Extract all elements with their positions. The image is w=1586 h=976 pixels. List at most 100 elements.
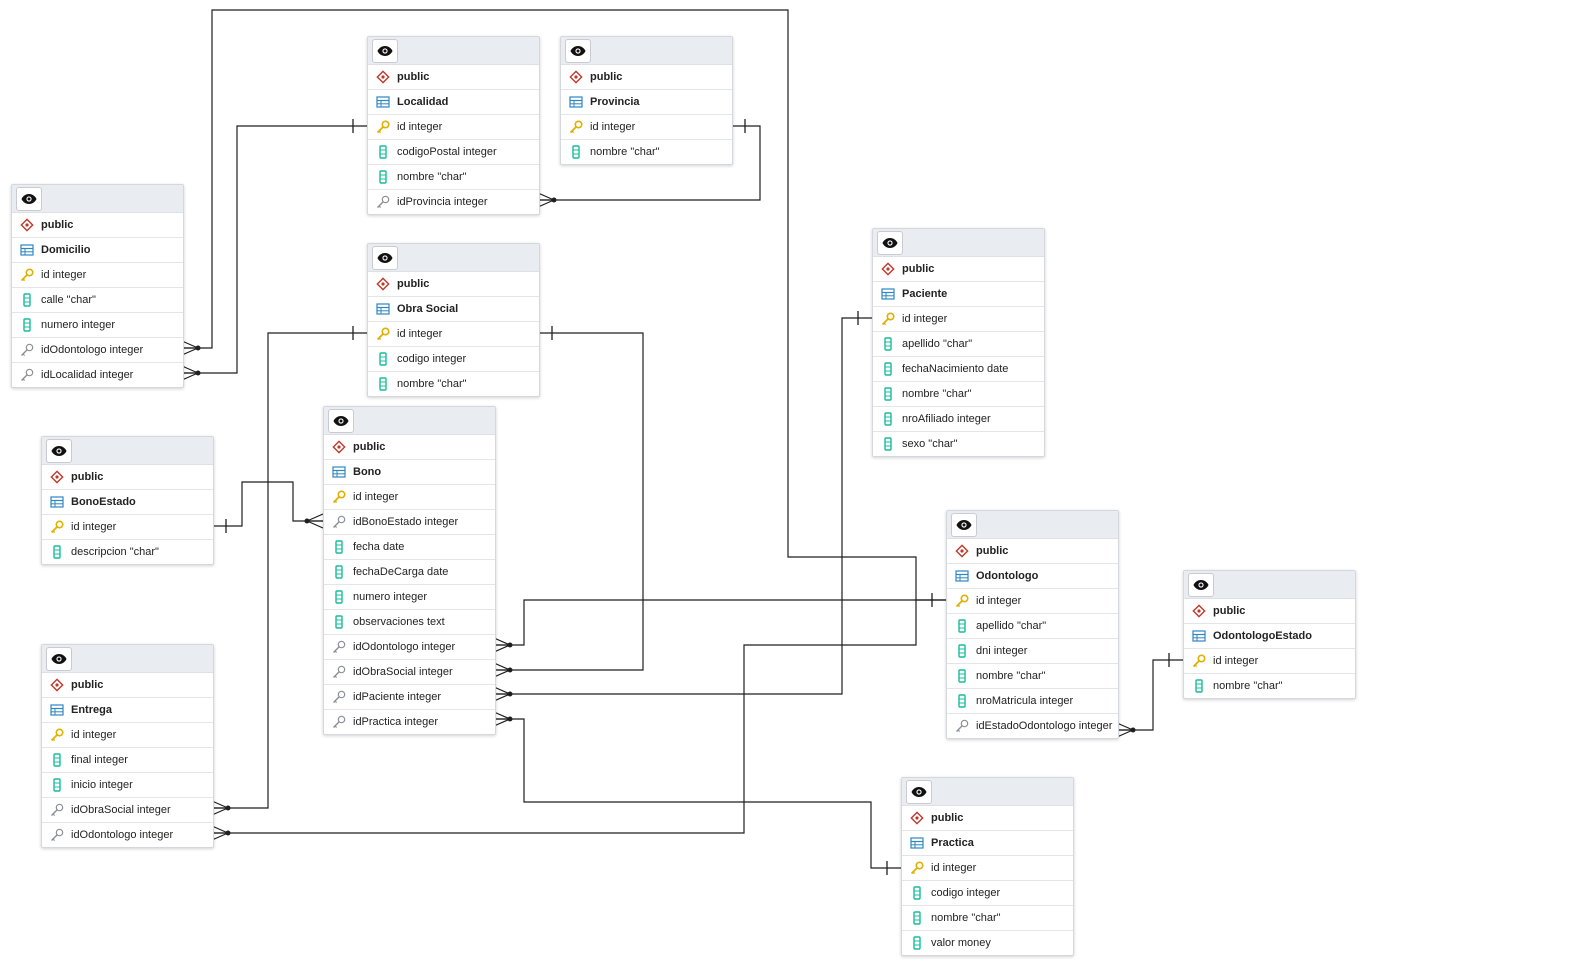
eye-icon[interactable] — [16, 187, 42, 211]
column-row[interactable]: final integer — [42, 748, 213, 773]
schema-row[interactable]: public — [902, 806, 1073, 831]
eye-icon[interactable] — [46, 647, 72, 671]
column-row[interactable]: id integer — [561, 115, 732, 140]
schema-row[interactable]: public — [12, 213, 183, 238]
crowfoot-marker — [195, 345, 201, 351]
column-icon — [881, 337, 895, 351]
column-row[interactable]: id integer — [324, 485, 495, 510]
column-row[interactable]: dni integer — [947, 639, 1118, 664]
column-row[interactable]: idOdontologo integer — [324, 635, 495, 660]
column-row[interactable]: apellido "char" — [873, 332, 1044, 357]
eye-icon[interactable] — [565, 39, 591, 63]
table-name-row[interactable]: OdontologoEstado — [1184, 624, 1355, 649]
table-name-row[interactable]: Bono — [324, 460, 495, 485]
column-row[interactable]: inicio integer — [42, 773, 213, 798]
column-row[interactable]: observaciones text — [324, 610, 495, 635]
column-row[interactable]: idObraSocial integer — [324, 660, 495, 685]
eye-icon[interactable] — [372, 39, 398, 63]
schema-row[interactable]: public — [42, 465, 213, 490]
column-row[interactable]: id integer — [368, 322, 539, 347]
schema-row[interactable]: public — [324, 435, 495, 460]
schema-row[interactable]: public — [368, 65, 539, 90]
column-row[interactable]: id integer — [42, 515, 213, 540]
column-row[interactable]: idBonoEstado integer — [324, 510, 495, 535]
column-row[interactable]: codigoPostal integer — [368, 140, 539, 165]
schema-row[interactable]: public — [42, 673, 213, 698]
column-row[interactable]: numero integer — [12, 313, 183, 338]
table-name-row[interactable]: Odontologo — [947, 564, 1118, 589]
column-row-label: dni integer — [976, 645, 1028, 657]
column-row[interactable]: idOdontologo integer — [12, 338, 183, 363]
column-row[interactable]: id integer — [368, 115, 539, 140]
column-row[interactable]: valor money — [902, 931, 1073, 955]
eye-icon[interactable] — [328, 409, 354, 433]
column-row[interactable]: apellido "char" — [947, 614, 1118, 639]
table-name-row[interactable]: Entrega — [42, 698, 213, 723]
foreign-key-icon — [332, 515, 346, 529]
column-row[interactable]: nombre "char" — [561, 140, 732, 164]
schema-row[interactable]: public — [873, 257, 1044, 282]
column-row[interactable]: numero integer — [324, 585, 495, 610]
eye-icon[interactable] — [372, 246, 398, 270]
table-name-row[interactable]: Obra Social — [368, 297, 539, 322]
column-row[interactable]: id integer — [873, 307, 1044, 332]
column-row[interactable]: nroAfiliado integer — [873, 407, 1044, 432]
table-name-row[interactable]: Localidad — [368, 90, 539, 115]
column-row[interactable]: nombre "char" — [368, 372, 539, 396]
eye-icon[interactable] — [951, 513, 977, 537]
eye-icon[interactable] — [877, 231, 903, 255]
table-name-row[interactable]: Provincia — [561, 90, 732, 115]
column-row[interactable]: id integer — [12, 263, 183, 288]
column-row[interactable]: fechaNacimiento date — [873, 357, 1044, 382]
column-row[interactable]: nombre "char" — [368, 165, 539, 190]
column-row[interactable]: fecha date — [324, 535, 495, 560]
column-row[interactable]: nombre "char" — [902, 906, 1073, 931]
column-row[interactable]: idEstadoOdontologo integer — [947, 714, 1118, 738]
table-name-row[interactable]: Paciente — [873, 282, 1044, 307]
column-row[interactable]: id integer — [1184, 649, 1355, 674]
column-row[interactable]: nombre "char" — [947, 664, 1118, 689]
link-bono-practica — [494, 718, 901, 869]
column-row[interactable]: fechaDeCarga date — [324, 560, 495, 585]
eye-icon[interactable] — [1188, 573, 1214, 597]
column-row[interactable]: idProvincia integer — [368, 190, 539, 214]
column-row[interactable]: nombre "char" — [873, 382, 1044, 407]
column-row[interactable]: idObraSocial integer — [42, 798, 213, 823]
column-icon — [955, 669, 969, 683]
column-row[interactable]: sexo "char" — [873, 432, 1044, 456]
column-row[interactable]: codigo integer — [368, 347, 539, 372]
eye-icon[interactable] — [46, 439, 72, 463]
column-row[interactable]: idPractica integer — [324, 710, 495, 734]
schema-row[interactable]: public — [561, 65, 732, 90]
table-name-row[interactable]: BonoEstado — [42, 490, 213, 515]
column-row[interactable]: idPaciente integer — [324, 685, 495, 710]
column-row[interactable]: idLocalidad integer — [12, 363, 183, 387]
column-row[interactable]: nombre "char" — [1184, 674, 1355, 698]
schema-row[interactable]: public — [947, 539, 1118, 564]
column-row[interactable]: codigo integer — [902, 881, 1073, 906]
table-name-row[interactable]: Practica — [902, 831, 1073, 856]
schema-row[interactable]: public — [1184, 599, 1355, 624]
eye-icon[interactable] — [906, 780, 932, 804]
column-row[interactable]: idOdontologo integer — [42, 823, 213, 847]
crowfoot-marker — [507, 642, 513, 648]
column-row[interactable]: calle "char" — [12, 288, 183, 313]
column-row[interactable]: id integer — [42, 723, 213, 748]
column-row[interactable]: id integer — [947, 589, 1118, 614]
column-row[interactable]: nroMatricula integer — [947, 689, 1118, 714]
column-row[interactable]: id integer — [902, 856, 1073, 881]
table-name-row[interactable]: Domicilio — [12, 238, 183, 263]
schema-row[interactable]: public — [368, 272, 539, 297]
column-row[interactable]: descripcion "char" — [42, 540, 213, 564]
